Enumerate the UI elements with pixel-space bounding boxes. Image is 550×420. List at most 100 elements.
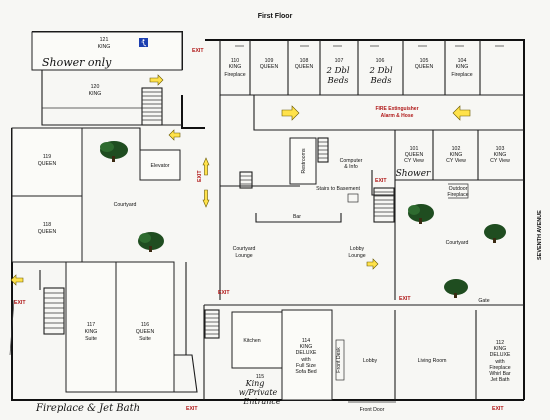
svg-text:EXIT: EXIT xyxy=(14,300,26,306)
handwritten-fireplace-jet-bath: Fireplace & Jet Bath xyxy=(35,403,140,414)
svg-text:Whirl Bar: Whirl Bar xyxy=(489,371,511,377)
exit-label: EXIT xyxy=(192,48,204,54)
svg-text:Bar: Bar xyxy=(293,214,301,220)
svg-text:109: 109 xyxy=(265,58,274,64)
svg-text:QUEEN: QUEEN xyxy=(136,329,155,335)
svg-text:& Info: & Info xyxy=(344,164,358,170)
svg-text:Beds: Beds xyxy=(369,76,392,86)
svg-text:Lounge: Lounge xyxy=(348,253,365,259)
svg-text:KING: KING xyxy=(85,329,98,335)
svg-text:Lobby: Lobby xyxy=(350,246,365,252)
svg-text:Shower: Shower xyxy=(396,169,431,179)
tree-icon xyxy=(484,224,506,243)
svg-text:KING: KING xyxy=(494,346,507,352)
svg-text:Fireplace: Fireplace xyxy=(224,72,245,78)
room-120: 120 KING xyxy=(41,70,182,126)
svg-text:Fireplace: Fireplace xyxy=(489,365,510,371)
svg-text:119: 119 xyxy=(43,154,51,160)
arrow-icon xyxy=(149,74,164,86)
svg-text:104: 104 xyxy=(458,58,467,64)
svg-text:with: with xyxy=(301,357,310,363)
bottom-middle: Kitchen 115 King w/Private Entrance 114 … xyxy=(203,290,511,413)
svg-text:Elevator: Elevator xyxy=(150,163,169,169)
svg-text:115: 115 xyxy=(256,374,264,380)
tree-icon xyxy=(444,279,468,298)
street-label: SEVENTH AVENUE xyxy=(537,210,543,260)
svg-text:120: 120 xyxy=(91,84,100,90)
svg-text:EXIT: EXIT xyxy=(399,296,411,302)
svg-text:CY View: CY View xyxy=(446,158,466,164)
svg-text:Entrance: Entrance xyxy=(242,397,280,406)
svg-text:Fireplace: Fireplace xyxy=(451,72,472,78)
svg-text:116: 116 xyxy=(141,322,149,328)
svg-text:101: 101 xyxy=(410,146,419,152)
svg-text:114: 114 xyxy=(302,338,310,344)
courtyard-left: Elevator Courtyard xyxy=(82,127,181,252)
svg-text:QUEEN: QUEEN xyxy=(415,64,434,70)
svg-text:KING: KING xyxy=(229,64,242,70)
room-121: 121 KING Shower only xyxy=(31,31,183,71)
svg-text:DELUXE: DELUXE xyxy=(296,350,317,356)
svg-text:EXIT: EXIT xyxy=(375,178,387,184)
room-117: 117 KING Suite xyxy=(65,261,117,393)
svg-text:Lobby: Lobby xyxy=(363,358,378,364)
svg-text:CY View: CY View xyxy=(490,158,510,164)
svg-text:2 Dbl: 2 Dbl xyxy=(368,66,392,76)
svg-text:Courtyard: Courtyard xyxy=(233,246,256,252)
svg-text:QUEEN: QUEEN xyxy=(38,161,57,167)
tree-icon xyxy=(408,204,434,224)
courtyard-right: Courtyard Gate EXIT xyxy=(366,204,524,306)
svg-text:Alarm & Hose: Alarm & Hose xyxy=(381,113,414,119)
svg-text:2 Dbl: 2 Dbl xyxy=(325,66,349,76)
bay-window xyxy=(174,354,198,393)
arrow-icon xyxy=(452,105,471,121)
svg-text:with: with xyxy=(495,359,504,365)
svg-text:King: King xyxy=(245,379,265,388)
svg-text:Fireplace: Fireplace xyxy=(447,192,468,198)
arrow-icon xyxy=(366,258,379,270)
svg-text:Front Door: Front Door xyxy=(360,407,385,413)
svg-text:KING: KING xyxy=(300,344,313,350)
handwritten-shower-only: Shower only xyxy=(42,56,112,69)
svg-text:Living Room: Living Room xyxy=(418,358,447,364)
svg-text:KING: KING xyxy=(89,91,102,97)
central-area: Restrooms Computer & Info Stairs to Base… xyxy=(219,95,524,300)
svg-text:EXIT: EXIT xyxy=(197,170,203,182)
svg-text:112: 112 xyxy=(496,340,504,346)
arrow-icon xyxy=(10,274,24,286)
svg-text:CY View: CY View xyxy=(404,158,424,164)
svg-text:Gate: Gate xyxy=(478,298,489,304)
left-exit: EXIT xyxy=(10,270,65,335)
svg-text:108: 108 xyxy=(300,58,309,64)
svg-text:KING: KING xyxy=(456,64,469,70)
right-row-rooms: 101 QUEEN CY View Shower 102 KING CY Vie… xyxy=(395,130,524,199)
svg-text:FIRE Extinguisher: FIRE Extinguisher xyxy=(375,106,418,112)
svg-text:Stairs to Basement: Stairs to Basement xyxy=(316,186,360,192)
svg-text:106: 106 xyxy=(376,58,385,64)
svg-text:Courtyard: Courtyard xyxy=(114,202,137,208)
svg-text:102: 102 xyxy=(452,146,461,152)
room-119: 119 QUEEN xyxy=(11,127,83,197)
svg-text:118: 118 xyxy=(43,222,51,228)
room-118: 118 QUEEN xyxy=(11,195,83,263)
svg-text:Courtyard: Courtyard xyxy=(446,240,469,246)
svg-text:121: 121 xyxy=(100,37,109,43)
svg-text:w/Private: w/Private xyxy=(239,388,278,397)
page-title: First Floor xyxy=(258,13,293,20)
svg-text:DELUXE: DELUXE xyxy=(490,352,511,358)
svg-text:Beds: Beds xyxy=(326,76,349,86)
svg-text:Full Size: Full Size xyxy=(296,363,316,369)
svg-text:QUEEN: QUEEN xyxy=(38,229,57,235)
svg-text:Suite: Suite xyxy=(85,336,97,342)
svg-text:Computer: Computer xyxy=(340,158,363,164)
svg-text:EXIT: EXIT xyxy=(492,406,504,412)
tree-icon xyxy=(100,141,128,162)
svg-text:110: 110 xyxy=(231,58,239,64)
svg-text:Sofa Bed: Sofa Bed xyxy=(295,369,316,375)
svg-text:107: 107 xyxy=(335,58,344,64)
svg-text:Jet Bath: Jet Bath xyxy=(490,377,509,383)
svg-text:Front Desk: Front Desk xyxy=(336,347,342,373)
svg-text:QUEEN: QUEEN xyxy=(405,152,424,158)
svg-text:Lounge: Lounge xyxy=(235,253,252,259)
svg-text:Suite: Suite xyxy=(139,336,151,342)
